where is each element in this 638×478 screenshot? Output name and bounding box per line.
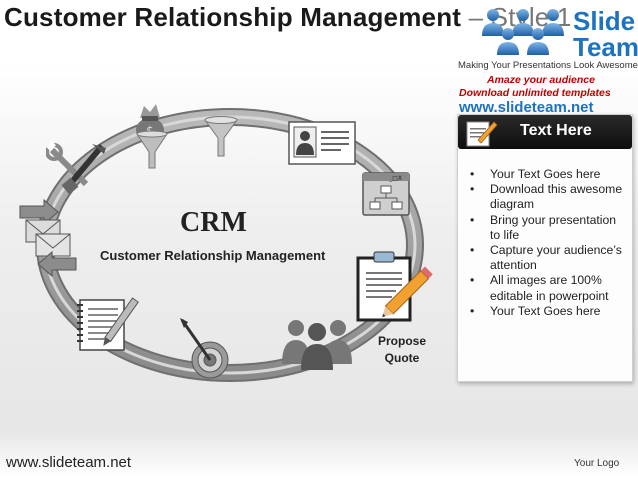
crm-abbreviation: CRM [180,207,247,238]
svg-text:_□X: _□X [388,175,402,182]
list-item-text: Capture your audience’s attention [490,243,622,273]
notepad-pencil-icon [466,121,498,147]
stage-label-propose-quote: Propose Quote [377,334,426,365]
people-group-icon [282,320,352,370]
footer-logo-placeholder: Your Logo [574,458,620,469]
clipboard-pencil-icon [356,251,433,322]
funnel-icon-small [136,130,168,169]
contact-card-icon [288,121,356,165]
footer-url: www.slideteam.net [6,454,132,471]
list-item-text: Bring your presentation to life [490,212,617,242]
list-item: •All images are 100% editable in powerpo… [470,273,609,303]
text-panel: Text Here •Your Text Goes here •Download… [457,114,633,382]
list-item: •Download this awesome diagram [470,182,623,212]
tools-icon [46,141,106,195]
team-people-icon [482,9,564,55]
logo-promo-line-1: Amaze your audience [487,74,595,86]
logo-url: www.slideteam.net [459,99,594,116]
logo-tagline: Making Your Presentations Look Awesome [458,60,638,71]
sitemap-window-icon: _□X [362,172,410,216]
logo-brand-team: Team [573,32,638,62]
slide-title-main: Customer Relationship Management [4,2,462,32]
target-dart-icon [180,318,229,379]
list-item: •Your Text Goes here [470,167,601,181]
email-exchange-icon [19,198,77,278]
list-item: •Capture your audience’s attention [470,243,622,273]
funnel-icon [204,116,238,157]
slideteam-logo: Slide Team Making Your Presentations Loo… [455,4,638,116]
list-item-text: Your Text Goes here [490,167,601,181]
slide-title: Customer Relationship Management – Style… [4,2,572,33]
list-item: •Bring your presentation to life [470,212,617,242]
list-item-text: Your Text Goes here [490,303,601,318]
list-item-text: Download this awesome diagram [490,182,623,212]
text-panel-heading: Text Here [520,122,592,139]
logo-brand-slide: Slide [573,6,636,36]
bullet-list: •Your Text Goes here •Download this awes… [468,167,628,319]
crm-full-name: Customer Relationship Management [100,248,326,263]
list-item: •Your Text Goes here [470,303,601,318]
text-panel-header: Text Here [458,115,632,149]
list-item-text: All images are 100% editable in powerpoi… [490,273,609,303]
document-pen-icon [77,297,139,351]
logo-promo-line-2: Download unlimited templates [459,87,611,99]
